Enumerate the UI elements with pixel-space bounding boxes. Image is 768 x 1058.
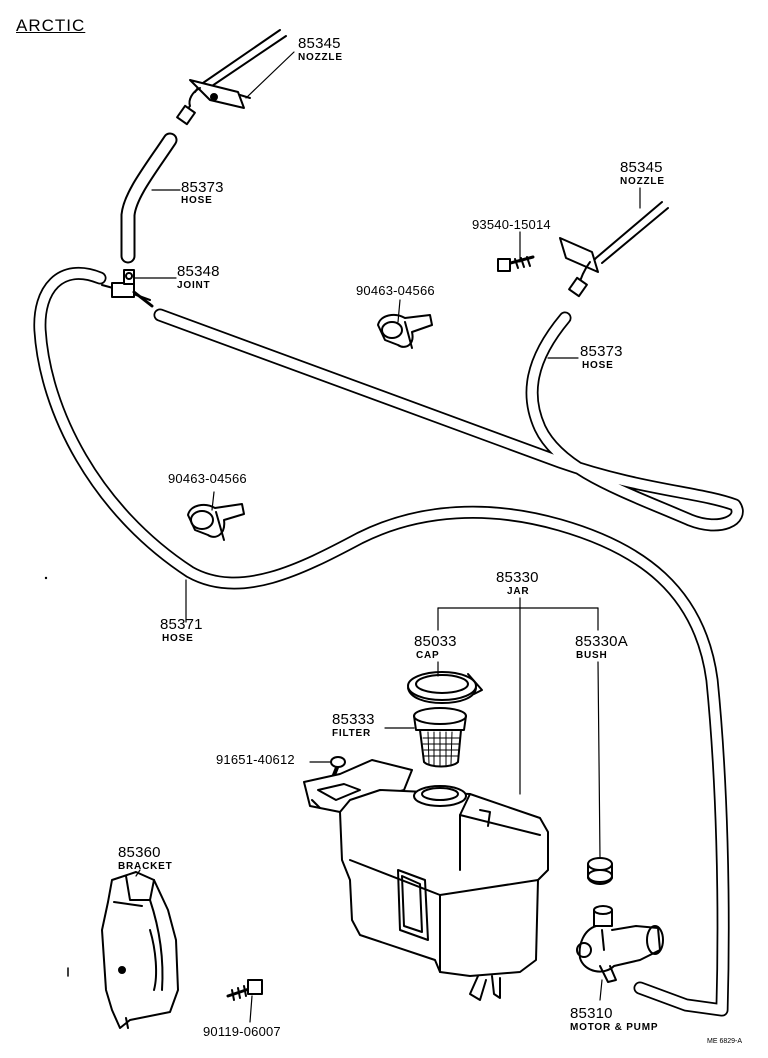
nozzle-85345-right	[559, 201, 669, 298]
drawing-code: ME 6829-A	[707, 1038, 743, 1045]
part-name-hose-left: HOSE	[181, 195, 213, 206]
hose-85371-line	[33, 266, 730, 1017]
part-number-85345-right: 85345	[620, 159, 663, 176]
speck-dot	[44, 576, 48, 580]
bush-85330a	[587, 857, 613, 885]
part-number-85360: 85360	[118, 844, 161, 861]
part-number-90119-06007: 90119-06007	[203, 1024, 281, 1039]
part-number-91651-40612: 91651-40612	[216, 752, 295, 767]
bracket-85360	[101, 871, 179, 1029]
part-number-85345-left: 85345	[298, 35, 341, 52]
part-name-filter: FILTER	[332, 728, 372, 739]
part-name-nozzle-left: NOZZLE	[298, 52, 343, 63]
jar-85330	[303, 759, 549, 1001]
part-number-85373-right: 85373	[580, 343, 623, 360]
part-number-93540-15014: 93540-15014	[472, 217, 551, 232]
hose-85373-left	[120, 132, 178, 264]
clamp-90463-lower	[187, 503, 245, 541]
part-name-joint: JOINT	[177, 280, 211, 291]
screw-90119-06007	[226, 979, 263, 1001]
part-name-cap: CAP	[416, 650, 440, 661]
screw-93540-15014	[497, 255, 535, 272]
part-number-85371: 85371	[160, 616, 203, 633]
part-name-hose-right: HOSE	[582, 360, 614, 371]
clamp-90463-upper	[377, 313, 433, 349]
filter-85333	[413, 707, 467, 768]
part-number-85333: 85333	[332, 711, 375, 728]
part-number-90463-upper: 90463-04566	[356, 283, 435, 298]
diagram-title: ARCTIC	[16, 16, 86, 35]
motor-pump-85310	[576, 905, 664, 983]
part-number-85330: 85330	[496, 569, 539, 586]
joint-85348	[101, 269, 154, 308]
part-name-bracket: BRACKET	[118, 861, 173, 872]
leader-lines	[133, 51, 641, 1023]
part-number-85348: 85348	[177, 263, 220, 280]
part-number-85330a: 85330A	[575, 633, 628, 650]
hose-right-run-line	[153, 308, 744, 532]
cap-85033	[407, 671, 483, 704]
part-number-85033: 85033	[414, 633, 457, 650]
part-name-bush: BUSH	[576, 650, 608, 661]
part-name-hose-main: HOSE	[162, 633, 194, 644]
part-number-85310: 85310	[570, 1005, 613, 1022]
part-name-jar: JAR	[507, 586, 530, 597]
part-number-90463-lower: 90463-04566	[168, 471, 247, 486]
part-name-nozzle-right: NOZZLE	[620, 176, 665, 187]
part-number-85373-left: 85373	[181, 179, 224, 196]
nozzle-85345-left	[176, 29, 287, 126]
part-name-motor-pump: MOTOR & PUMP	[570, 1022, 659, 1033]
